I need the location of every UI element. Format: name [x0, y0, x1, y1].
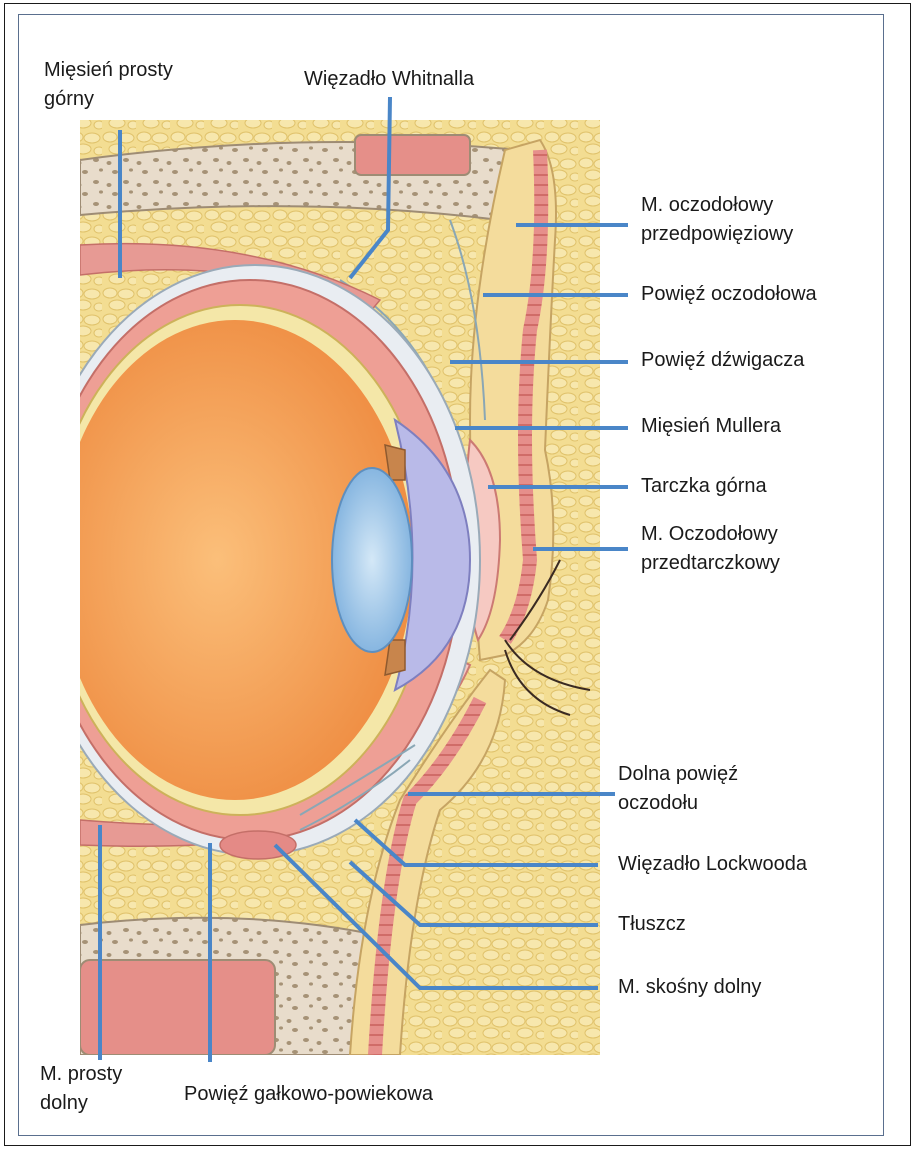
- anatomy-drawing: [30, 120, 600, 1055]
- label-lower-septum-line2: oczodołu: [618, 789, 738, 818]
- label-superior-rectus-line1: Mięsień prosty: [44, 56, 173, 85]
- label-pretarsal-orbicularis: M. Oczodołowy przedtarczkowy: [638, 520, 783, 578]
- label-tenon-capsule: Powięź gałkowo-powiekowa: [181, 1080, 436, 1109]
- label-fat: Tłuszcz: [615, 910, 689, 939]
- label-inferior-rectus-line2: dolny: [40, 1089, 122, 1118]
- label-lower-orbital-septum: Dolna powięź oczodołu: [615, 760, 741, 818]
- label-muller-muscle: Mięsień Mullera: [638, 412, 784, 441]
- label-lower-septum-line1: Dolna powięź: [618, 760, 738, 789]
- lens: [332, 468, 412, 652]
- maxillary-sinus: [80, 960, 275, 1055]
- label-inferior-oblique: M. skośny dolny: [615, 973, 764, 1002]
- label-superior-rectus: Mięsień prosty górny: [41, 56, 176, 114]
- label-superior-rectus-line2: górny: [44, 85, 173, 114]
- label-pretarsal-line2: przedtarczkowy: [641, 549, 780, 578]
- label-inferior-rectus-line1: M. prosty: [40, 1060, 122, 1089]
- label-preseptal-line1: M. oczodołowy: [641, 191, 793, 220]
- label-pretarsal-line1: M. Oczodołowy: [641, 520, 780, 549]
- label-orbital-septum: Powięź oczodołowa: [638, 280, 820, 309]
- label-inferior-rectus: M. prosty dolny: [37, 1060, 125, 1118]
- label-levator-fascia: Powięź dźwigacza: [638, 346, 807, 375]
- sinus-upper: [355, 135, 470, 175]
- label-preseptal-orbicularis: M. oczodołowy przedpowięziowy: [638, 191, 796, 249]
- label-lockwood-ligament: Więzadło Lockwooda: [615, 850, 810, 879]
- label-upper-tarsus: Tarczka górna: [638, 472, 770, 501]
- label-preseptal-line2: przedpowięziowy: [641, 220, 793, 249]
- label-whitnall-ligament: Więzadło Whitnalla: [301, 65, 477, 94]
